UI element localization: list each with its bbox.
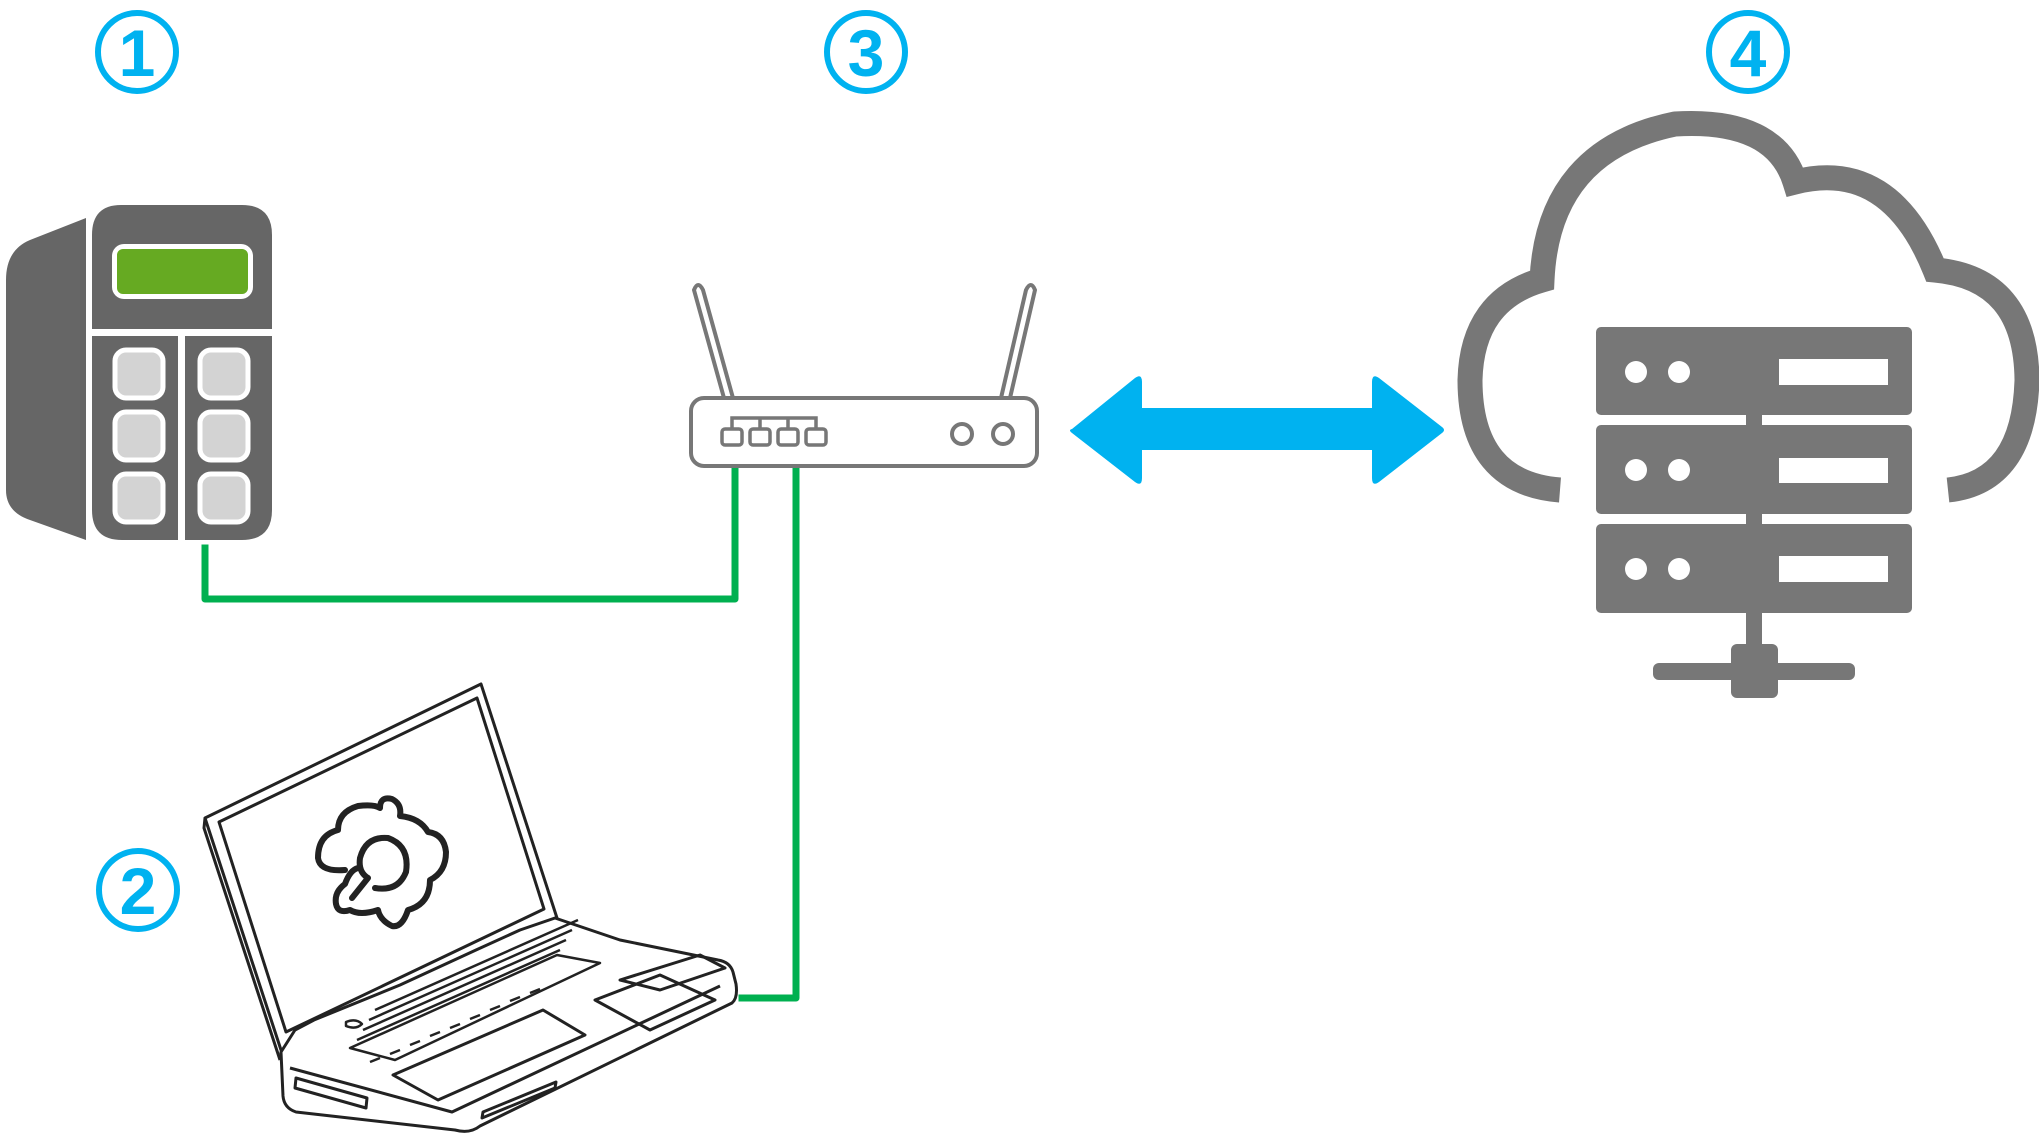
keyboard-area: [348, 953, 602, 1062]
marker-number: 1: [119, 16, 156, 90]
router-antenna-left: [692, 283, 735, 400]
cable-path: [201, 466, 739, 603]
controller-button[interactable]: [197, 409, 251, 463]
controller-icon[interactable]: [6, 205, 272, 540]
router-port: [804, 427, 828, 447]
server-unit: [1596, 425, 1912, 514]
router-port: [776, 427, 800, 447]
keyboard-keys: [369, 987, 541, 1064]
router-port: [748, 427, 772, 447]
cable-laptop-router: [738, 466, 800, 1002]
marker-number: 3: [848, 16, 885, 90]
controller-button[interactable]: [112, 409, 166, 463]
cloud-server-icon[interactable]: [1457, 110, 2039, 698]
controller-buttons: [112, 347, 251, 525]
server-drive-slot: [1779, 359, 1888, 385]
controller-button[interactable]: [197, 471, 251, 525]
keyboard: [344, 918, 602, 1064]
laptop-front-slot: [480, 1080, 558, 1120]
laptop-lid-edge: [202, 817, 282, 1061]
router-led: [950, 422, 974, 446]
server-led: [1625, 361, 1647, 383]
router-port: [720, 427, 744, 447]
controller-display: [117, 249, 248, 294]
network-hub: [1731, 644, 1778, 698]
marker-circle: [96, 848, 180, 932]
power-button: [344, 1019, 364, 1029]
gear-icon: [315, 795, 449, 930]
marker-1: 1: [95, 10, 179, 94]
server-drive-slot: [1779, 556, 1888, 582]
marker-3: 3: [824, 10, 908, 94]
laptop-side-port: [293, 1076, 369, 1110]
router-icon[interactable]: [689, 283, 1039, 468]
server-spine: [1746, 514, 1762, 524]
marker-2: 2: [96, 848, 180, 932]
keyboard-rows: [356, 918, 579, 1042]
router-led: [991, 422, 1015, 446]
router-ports: [720, 416, 828, 447]
laptop-screen: [217, 696, 546, 1034]
server-spine: [1746, 613, 1762, 648]
marker-circle: [95, 10, 179, 94]
marker-number: 2: [120, 854, 157, 928]
marker-4: 4: [1706, 10, 1790, 94]
server-led: [1625, 558, 1647, 580]
arrow-shape: [1070, 376, 1444, 484]
controller-button[interactable]: [112, 471, 166, 525]
controller-button[interactable]: [112, 347, 166, 401]
server-unit: [1596, 524, 1912, 613]
laptop-icon[interactable]: [202, 682, 738, 1133]
palm-rest-right: [618, 953, 727, 992]
server-led: [1625, 459, 1647, 481]
marker-number: 4: [1730, 16, 1767, 90]
server-led: [1668, 558, 1690, 580]
server-drive-slot: [1779, 458, 1888, 483]
controller-side-panel: [6, 218, 86, 540]
server-unit: [1596, 327, 1912, 415]
marker-circle: [824, 10, 908, 94]
cloud-outline: [1457, 110, 2039, 503]
server-led: [1668, 361, 1690, 383]
bidirectional-arrow-icon: [1070, 376, 1444, 484]
router-body: [689, 396, 1039, 468]
server-spine: [1746, 415, 1762, 425]
server-rack: [1596, 327, 1912, 698]
router-antenna-right: [999, 283, 1037, 400]
cable-controller-router: [201, 466, 739, 603]
router-port-bus: [730, 416, 818, 428]
server-led: [1668, 459, 1690, 481]
marker-circle: [1706, 10, 1790, 94]
controller-button[interactable]: [197, 347, 251, 401]
palm-rest-left: [391, 1008, 587, 1102]
laptop-base-edge: [289, 984, 721, 1114]
cable-path: [738, 466, 800, 1002]
